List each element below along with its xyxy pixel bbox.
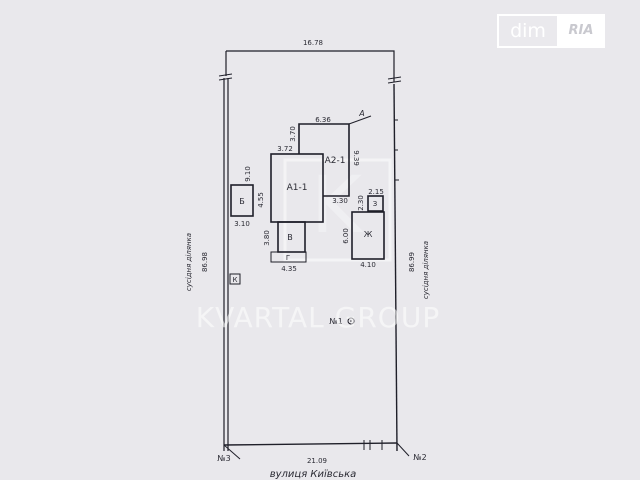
corner-k-label: К — [233, 276, 238, 284]
building-a1-width: 3.72 — [277, 145, 293, 153]
arrow-a-label: А — [358, 109, 364, 118]
plot-top-width: 16.78 — [303, 39, 323, 47]
building-b-name: Б — [239, 197, 245, 206]
building-a2-width: 6.36 — [315, 116, 331, 124]
building-z-width: 2.15 — [368, 188, 384, 196]
building-zh — [351, 211, 385, 260]
watermark-mark-text: K — [311, 161, 364, 251]
building-a2-name: А2-1 — [325, 156, 346, 166]
building-g — [270, 251, 307, 263]
building-zh-name: Ж — [364, 230, 373, 239]
building-zh-height: 6.00 — [342, 228, 350, 244]
right-neighbor-label: сусідня ділянка — [422, 241, 430, 299]
building-b — [230, 184, 254, 217]
plot-boundary — [218, 50, 410, 460]
building-z-height: 2.30 — [357, 195, 365, 211]
building-a2-offset: 3.70 — [289, 126, 297, 142]
street-label: вулиця Київська — [270, 469, 357, 480]
building-v-name: В — [287, 233, 293, 242]
building-a2-height: 9.39 — [352, 150, 360, 166]
building-a1-side: 4.55 — [257, 192, 265, 208]
left-neighbor-label: сусідня ділянка — [185, 233, 193, 291]
building-a1-name: А1-1 — [287, 183, 308, 193]
plot-bottom-width: 21.09 — [307, 457, 327, 465]
building-a2-bottom: 3.30 — [332, 197, 348, 205]
building-g-name: Г — [286, 254, 290, 262]
point-2-label: №2 — [413, 453, 426, 462]
watermark-text: KVARTAL GROUP — [196, 301, 440, 334]
logo-ria-text: RIA — [557, 14, 605, 48]
watermark-logo-mark: K — [283, 158, 392, 262]
plot-left-length: 86.98 — [201, 252, 209, 272]
point-1-label: №1 — [329, 317, 342, 326]
building-zh-width: 4.10 — [360, 261, 376, 269]
building-b-width: 3.10 — [234, 220, 250, 228]
corner-k-box — [229, 273, 241, 285]
point-3-label: №3 — [217, 454, 230, 463]
building-z-name: З — [373, 200, 378, 208]
logo-dim-text: dim — [497, 14, 557, 48]
building-v-height: 3.80 — [263, 230, 271, 246]
building-a1-height: 9.10 — [244, 166, 252, 182]
building-g-width: 4.35 — [281, 265, 297, 273]
plot-right-length: 86.99 — [408, 252, 416, 272]
point-1-marker — [347, 317, 355, 325]
dim-ria-logo: dim RIA — [497, 14, 605, 48]
building-z — [367, 195, 384, 212]
